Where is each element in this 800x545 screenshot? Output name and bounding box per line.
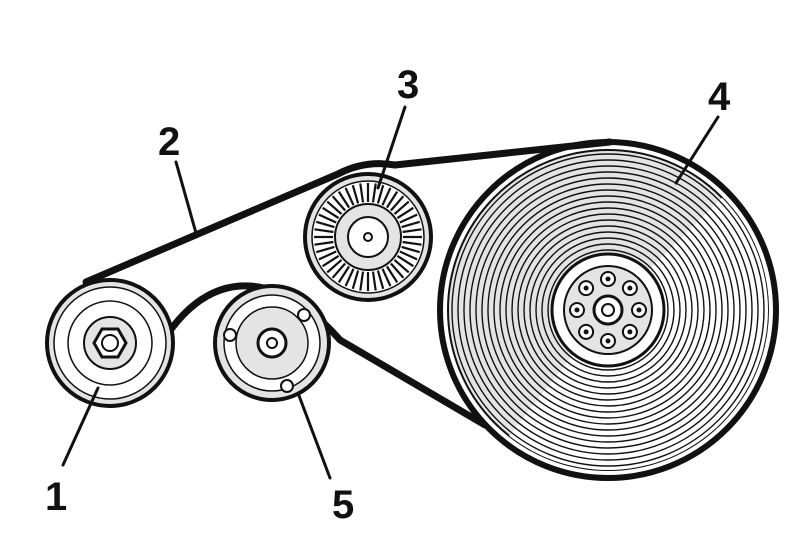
mounting-hole bbox=[297, 308, 311, 322]
leader-lines bbox=[61, 105, 720, 480]
mounting-hole bbox=[223, 328, 237, 342]
mounting-hole bbox=[280, 379, 294, 393]
callout-2: 2 bbox=[158, 120, 180, 164]
callout-3: 3 bbox=[397, 63, 419, 107]
hub-bolts bbox=[569, 271, 647, 349]
crankshaft-pulley bbox=[437, 139, 779, 481]
alternator-pulley bbox=[45, 278, 175, 408]
callout-1: 1 bbox=[45, 475, 67, 519]
callout-5: 5 bbox=[332, 483, 354, 527]
callout-4: 4 bbox=[708, 75, 731, 119]
tensioner-roller bbox=[303, 172, 433, 302]
pump-pulley bbox=[213, 284, 331, 402]
